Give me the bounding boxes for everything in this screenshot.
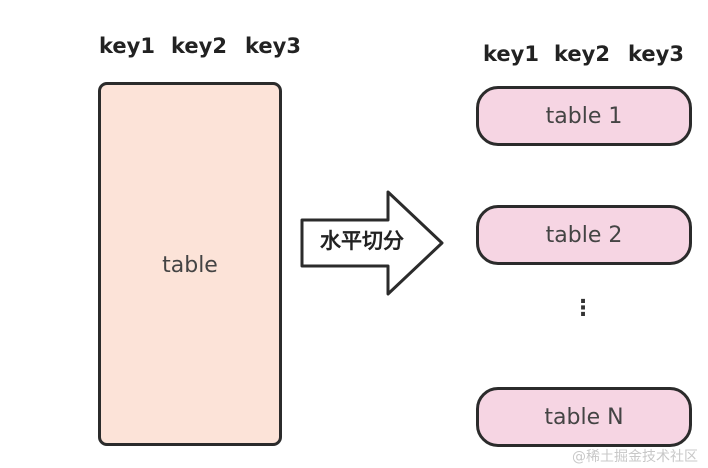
split-arrow-label: 水平切分 [320,229,404,253]
source-table-label: table [162,253,218,278]
split-arrow: 水平切分 [300,188,446,298]
left-key-header: key1 key2 key3 [0,0,708,58]
right-key-3: key3 [628,42,684,66]
vertical-ellipsis-icon: ⋮ [572,296,594,321]
watermark: @稀土掘金技术社区 [572,449,698,465]
arrow-shape-icon [300,190,444,296]
right-key-2: key2 [554,42,610,66]
left-key-2: key2 [171,34,227,58]
shard-table-label: table 2 [545,223,623,248]
shard-table-label: table N [544,405,624,430]
left-key-1: key1 [99,34,155,58]
left-key-3: key3 [245,34,301,58]
shard-table: table N [476,387,692,447]
shard-table-label: table 1 [545,104,623,129]
source-table: table [98,82,282,446]
shard-table: table 2 [476,205,692,265]
right-key-header: key1 key2 key3 [0,0,708,80]
right-key-1: key1 [483,42,539,66]
shard-table: table 1 [476,86,692,146]
